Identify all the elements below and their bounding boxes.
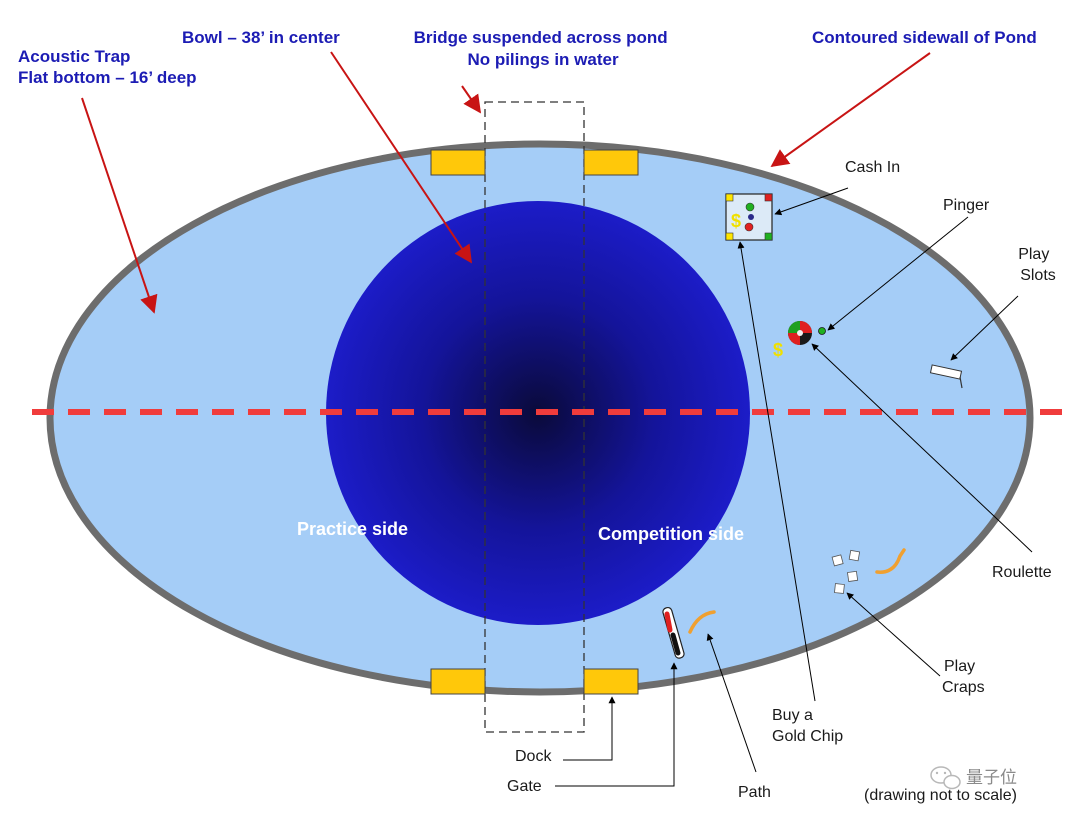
acoustic-trap-arrow [81, 97, 158, 314]
watermark-text: 量子位 [966, 768, 1017, 788]
not-to-scale-label: (drawing not to scale) [864, 787, 1017, 804]
play-craps-label: Play Craps [942, 658, 985, 696]
roulette-dollar-sign: $ [773, 340, 783, 360]
competition-side-label: Competition side [598, 524, 744, 544]
gate-icon [662, 606, 685, 659]
roulette-wheel-icon [788, 321, 812, 345]
dock-top-right [583, 149, 639, 176]
pinger-arrow [827, 216, 969, 331]
gate-arrow [555, 662, 678, 787]
dock-arrow [563, 696, 616, 761]
play-slots-arrow [950, 295, 1019, 361]
path-label: Path [738, 784, 771, 801]
dock-bottom-right [583, 668, 639, 695]
dock-label: Dock [515, 748, 552, 765]
sidewall-label: Contoured sidewall of Pond [812, 28, 1037, 47]
cash-in-arrow [774, 187, 849, 216]
play-craps-arrow [846, 592, 941, 677]
bridge-label: Bridge suspended across pond No pilings … [414, 28, 673, 69]
dock-bottom-left [430, 668, 486, 695]
dock-top-left [430, 149, 486, 176]
buy-gold-chip-label: Buy a Gold Chip [772, 707, 843, 745]
roulette-arrow [811, 343, 1033, 553]
bowl-arrow [330, 51, 472, 264]
play-slots-label: Play Slots [1018, 246, 1056, 284]
bridge-arrow [461, 85, 482, 114]
pinger-label: Pinger [943, 197, 990, 214]
craps-path-curve-icon [875, 548, 906, 574]
path-curve-icon [688, 610, 716, 634]
dice-icon [831, 549, 861, 594]
path-arrow [706, 633, 757, 773]
cash-in-label: Cash In [845, 159, 900, 176]
cash-in-box-icon [725, 193, 773, 241]
sidewall-arrow [770, 52, 931, 168]
practice-side-label: Practice side [297, 519, 408, 539]
gate-label: Gate [507, 778, 542, 795]
cash-in-dollar-sign: $ [731, 211, 741, 231]
gold-chip-arrow [737, 241, 816, 702]
pinger-dot [818, 327, 826, 335]
slot-bar-icon [929, 364, 963, 389]
acoustic-trap-label: Acoustic Trap Flat bottom – 16’ deep [18, 47, 197, 87]
roulette-label: Roulette [992, 564, 1052, 581]
wechat-logo-icon [930, 766, 961, 790]
bowl-label: Bowl – 38’ in center [182, 28, 340, 47]
